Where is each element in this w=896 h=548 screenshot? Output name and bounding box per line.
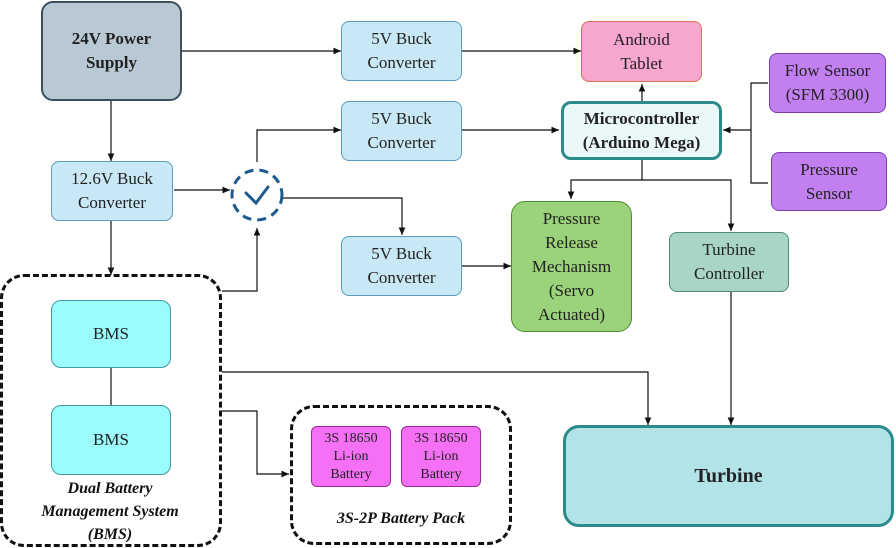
bms-bottom-label: BMS xyxy=(93,430,129,449)
pressure-sensor: Pressure Sensor xyxy=(771,152,887,211)
power-supply-label: 24V Power Supply xyxy=(71,29,152,72)
bms-top: BMS xyxy=(51,300,171,368)
microcontroller-label: Microcontroller (Arduino Mega) xyxy=(582,108,701,152)
battery-pack-group xyxy=(290,405,512,545)
buck-converter-5v-low: 5V Buck Converter xyxy=(341,236,462,296)
buck-5v-low-label: 5V Buck Converter xyxy=(367,244,436,287)
buck-5v-top-label: 5V Buck Converter xyxy=(367,29,436,72)
microcontroller: Microcontroller (Arduino Mega) xyxy=(561,101,722,160)
wire-bms-to-turbine xyxy=(222,371,652,425)
flow-sensor: Flow Sensor (SFM 3300) xyxy=(769,53,886,113)
pressure-release-mechanism: Pressure Release Mechanism (Servo Actuat… xyxy=(511,201,632,332)
wire-bms-to-battery-pack xyxy=(222,410,289,478)
turbine-label: Turbine xyxy=(694,464,763,487)
android-tablet-label: Android Tablet xyxy=(613,29,670,73)
wire-switch-to-buck5v-mid xyxy=(256,126,341,162)
battery-cell-2-label: 3S 18650 Li-ion Battery xyxy=(414,430,468,482)
wire-mcu-to-turbine-controller xyxy=(642,179,735,231)
bms-top-label: BMS xyxy=(93,324,129,343)
pressure-release-label: Pressure Release Mechanism (Servo Actuat… xyxy=(531,208,612,324)
wire-mcu-to-servo xyxy=(567,160,643,199)
buck-12v-label: 12.6V Buck Converter xyxy=(71,169,153,212)
pressure-sensor-label: Pressure Sensor xyxy=(800,159,858,203)
battery-cell-1: 3S 18650 Li-ion Battery xyxy=(311,426,391,487)
wire-sensors-to-mcu xyxy=(723,82,768,184)
wire-switch-to-buck5v-low xyxy=(283,197,406,235)
battery-cell-1-label: 3S 18650 Li-ion Battery xyxy=(324,430,378,482)
turbine-controller-label: Turbine Controller xyxy=(694,240,764,283)
flow-sensor-label: Flow Sensor (SFM 3300) xyxy=(784,61,871,104)
buck-5v-mid-label: 5V Buck Converter xyxy=(367,109,436,152)
bms-group-caption: Dual Battery Management System (BMS) xyxy=(41,480,179,543)
battery-cell-2: 3S 18650 Li-ion Battery xyxy=(401,426,481,487)
buck-converter-5v-mid: 5V Buck Converter xyxy=(341,101,462,161)
battery-pack-caption: 3S-2P Battery Pack xyxy=(336,510,466,527)
android-tablet: Android Tablet xyxy=(581,21,702,82)
turbine: Turbine xyxy=(563,425,894,527)
power-switch-icon xyxy=(230,168,284,222)
wire-bms-to-switch xyxy=(222,228,261,292)
buck-converter-5v-top: 5V Buck Converter xyxy=(341,21,462,81)
power-supply-24v: 24V Power Supply xyxy=(41,1,182,101)
bms-bottom: BMS xyxy=(51,405,171,475)
buck-converter-12v: 12.6V Buck Converter xyxy=(51,161,173,221)
bms-group xyxy=(0,274,222,547)
turbine-controller: Turbine Controller xyxy=(669,232,789,292)
